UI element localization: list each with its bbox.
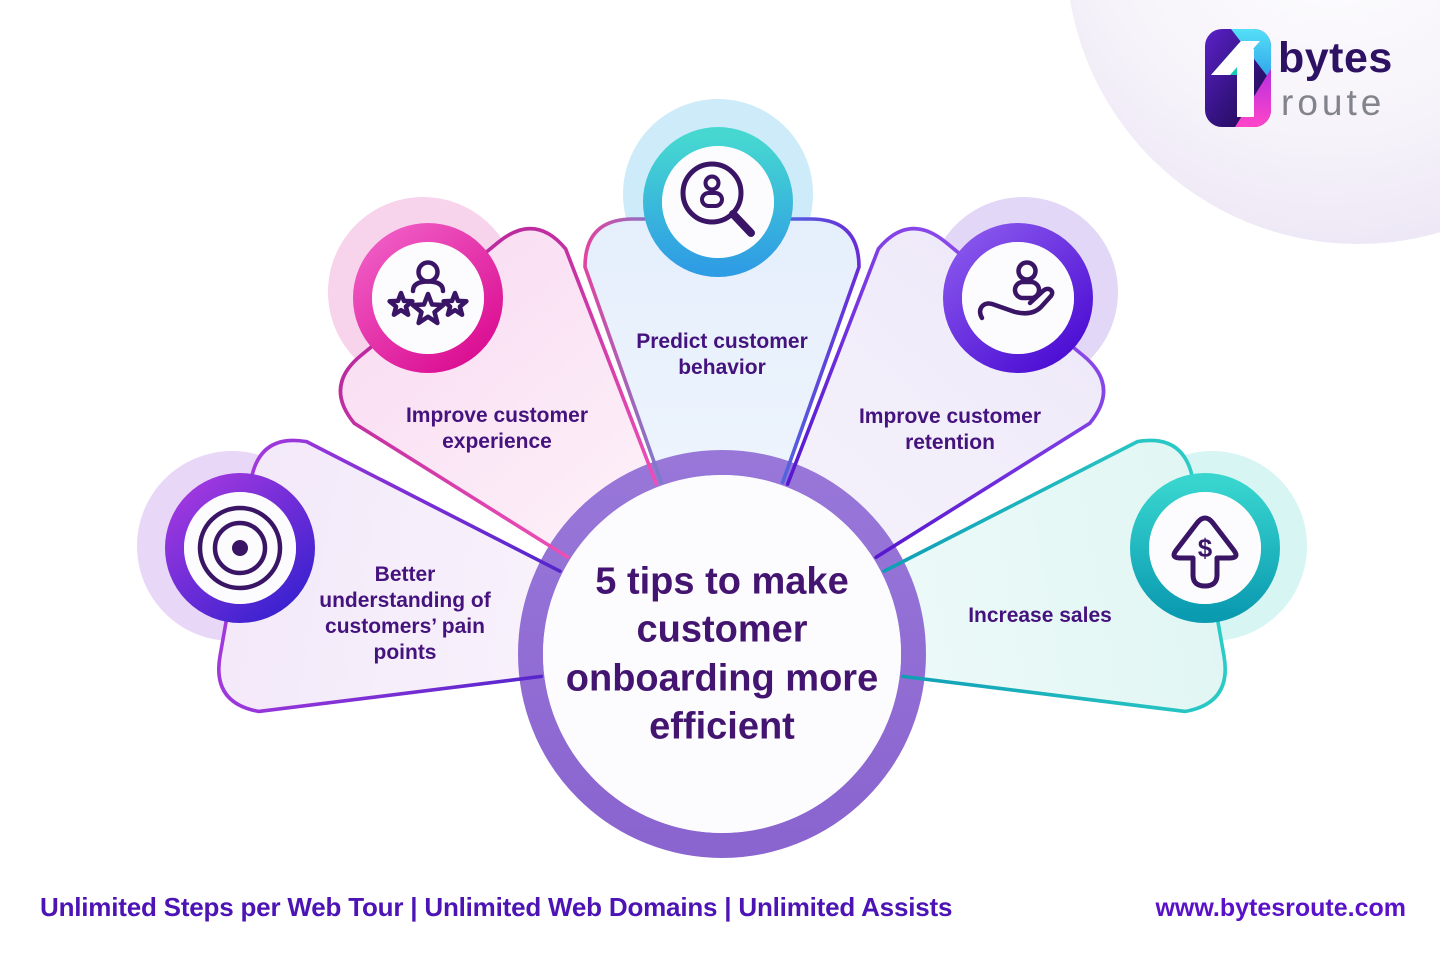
magnifier-person-icon bbox=[680, 161, 755, 237]
person-stars-icon bbox=[387, 260, 469, 326]
footer-website: www.bytesroute.com bbox=[1155, 894, 1406, 922]
customer-experience-ring bbox=[353, 223, 503, 373]
bytesroute-logo-mark bbox=[1205, 29, 1271, 127]
target-icon bbox=[197, 505, 283, 591]
predict-behavior-medallion bbox=[643, 127, 793, 277]
brand-name-line1: bytes bbox=[1278, 34, 1393, 82]
predict-behavior-ring bbox=[643, 127, 793, 277]
dollar-arrow-icon: $ bbox=[1171, 515, 1239, 589]
label-customer-retention: Improve customer retention bbox=[858, 404, 1042, 454]
center-ring-band bbox=[518, 450, 926, 858]
increase-sales-medallion: $ bbox=[1130, 473, 1280, 623]
increase-sales-ring bbox=[1130, 473, 1280, 623]
dollar-glyph: $ bbox=[1198, 533, 1213, 563]
increase-sales-disc bbox=[1149, 492, 1261, 604]
brand-name-line2: route bbox=[1281, 82, 1386, 123]
hand-person-icon bbox=[977, 260, 1055, 321]
label-pain-points: Better understanding of customers’ pain … bbox=[319, 562, 491, 665]
center-circle bbox=[543, 475, 901, 833]
customer-retention-medallion bbox=[943, 223, 1093, 373]
footer-tagline: Unlimited Steps per Web Tour | Unlimited… bbox=[40, 892, 953, 922]
customer-retention-ring bbox=[943, 223, 1093, 373]
pain-points-ring bbox=[165, 473, 315, 623]
label-increase-sales: Increase sales bbox=[968, 603, 1112, 627]
pain-points-medallion bbox=[165, 473, 315, 623]
customer-experience-medallion bbox=[353, 223, 503, 373]
label-predict-behavior: Predict customer behavior bbox=[636, 329, 808, 379]
center-title: 5 tips to make customer onboarding more … bbox=[565, 560, 879, 748]
label-customer-experience: Improve customer experience bbox=[405, 403, 589, 453]
